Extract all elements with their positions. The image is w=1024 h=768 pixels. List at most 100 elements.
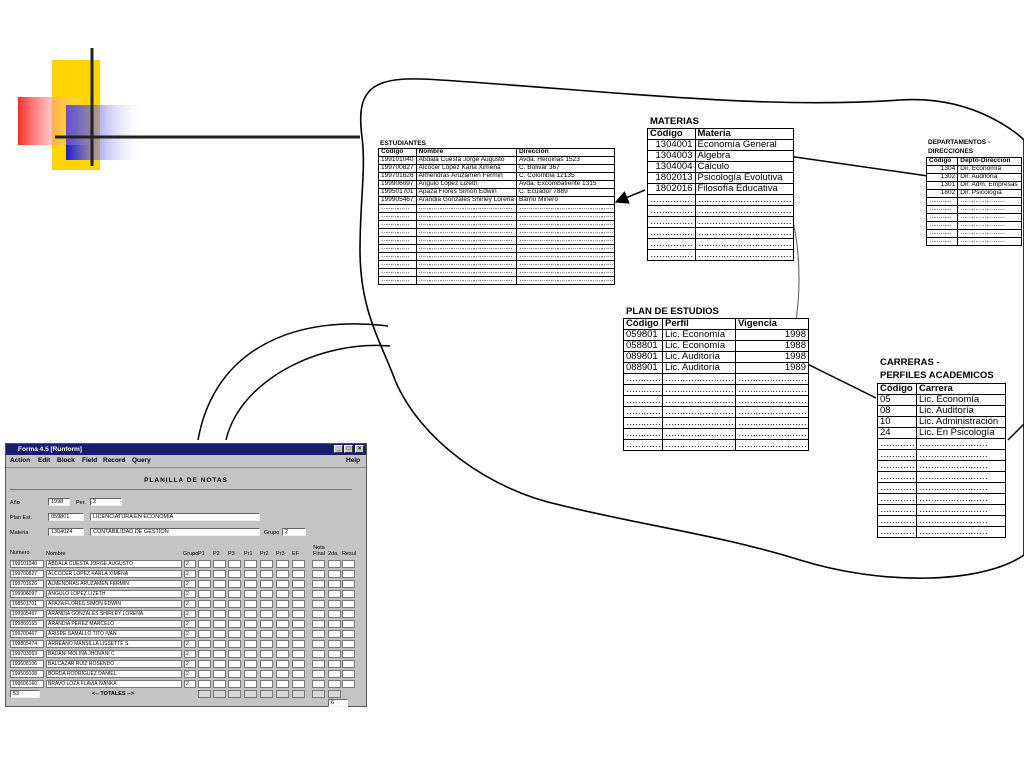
grid-grade-cell[interactable] (260, 630, 273, 638)
grid-grade-cell[interactable] (328, 660, 341, 668)
grid-grade-cell[interactable] (342, 560, 355, 568)
grid-grade-cell[interactable] (328, 580, 341, 588)
grid-grade-cell[interactable] (292, 640, 305, 648)
grid-grade-cell[interactable] (328, 640, 341, 648)
grid-grade-cell[interactable] (292, 610, 305, 618)
grid-numero-cell[interactable]: 199606160 (10, 680, 44, 688)
grid-grupo-cell[interactable]: 2 (184, 670, 196, 678)
grid-numero-cell[interactable]: 199101040 (10, 560, 44, 568)
grid-grade-cell[interactable] (276, 620, 289, 628)
grid-grade-cell[interactable] (342, 600, 355, 608)
per-field[interactable]: 2 (90, 498, 122, 506)
grid-grade-cell[interactable] (213, 570, 226, 578)
grid-nombre-cell[interactable]: ALCOCER LOPEZ KARLA XIMENA (46, 570, 182, 578)
grid-grade-cell[interactable] (276, 670, 289, 678)
grid-grade-cell[interactable] (260, 580, 273, 588)
grid-grade-cell[interactable] (276, 660, 289, 668)
grid-grade-cell[interactable] (228, 590, 241, 598)
grid-grade-cell[interactable] (213, 590, 226, 598)
grid-grade-cell[interactable] (292, 560, 305, 568)
grid-grade-cell[interactable] (276, 610, 289, 618)
grid-grade-cell[interactable] (213, 600, 226, 608)
grid-grade-cell[interactable] (342, 620, 355, 628)
grid-grade-cell[interactable] (260, 680, 273, 688)
menu-block[interactable]: Block (57, 457, 75, 464)
grid-grade-cell[interactable] (213, 660, 226, 668)
grid-nombre-cell[interactable]: ALMENDRAS ARUZAMEN FERMIN (46, 580, 182, 588)
grid-grade-cell[interactable] (228, 650, 241, 658)
grid-grade-cell[interactable] (260, 600, 273, 608)
grid-grade-cell[interactable] (244, 560, 257, 568)
grid-grade-cell[interactable] (328, 600, 341, 608)
grid-grade-cell[interactable] (244, 680, 257, 688)
plan-name-field[interactable]: LICENCIATURA EN ECONOMIA (90, 513, 260, 521)
grid-grade-cell[interactable] (312, 590, 325, 598)
grid-grade-cell[interactable] (312, 610, 325, 618)
grid-grade-cell[interactable] (292, 590, 305, 598)
grid-grade-cell[interactable] (312, 640, 325, 648)
grid-grade-cell[interactable] (228, 600, 241, 608)
grid-grupo-cell[interactable]: 2 (184, 640, 196, 648)
grid-grade-cell[interactable] (342, 660, 355, 668)
grid-grade-cell[interactable] (198, 580, 211, 588)
materia-code-field[interactable]: 1304024 (48, 528, 84, 536)
grid-grade-cell[interactable] (328, 670, 341, 678)
grid-grade-cell[interactable] (312, 560, 325, 568)
grid-grade-cell[interactable] (228, 610, 241, 618)
grid-grade-cell[interactable] (244, 670, 257, 678)
grid-grade-cell[interactable] (198, 660, 211, 668)
grid-grade-cell[interactable] (228, 580, 241, 588)
grid-grade-cell[interactable] (244, 630, 257, 638)
grid-grade-cell[interactable] (213, 640, 226, 648)
menu-action[interactable]: Action (10, 457, 31, 464)
grid-grade-cell[interactable] (292, 660, 305, 668)
grid-grade-cell[interactable] (342, 630, 355, 638)
menu-edit[interactable]: Edit (38, 457, 51, 464)
grid-grade-cell[interactable] (276, 590, 289, 598)
menu-field[interactable]: Field (82, 457, 98, 464)
grid-grade-cell[interactable] (228, 670, 241, 678)
grid-grade-cell[interactable] (276, 560, 289, 568)
grid-nombre-cell[interactable]: BADANI MOLINA JHOVANI C (46, 650, 182, 658)
grid-grade-cell[interactable] (213, 560, 226, 568)
minimize-button[interactable]: _ (334, 445, 343, 453)
grid-grade-cell[interactable] (276, 580, 289, 588)
grid-grupo-cell[interactable]: 2 (184, 580, 196, 588)
grid-numero-cell[interactable]: 199905467 (10, 610, 44, 618)
grid-grade-cell[interactable] (228, 570, 241, 578)
grid-nombre-cell[interactable]: ANGULO LOPEZ LIZETH (46, 590, 182, 598)
grid-grade-cell[interactable] (276, 600, 289, 608)
grid-grupo-cell[interactable]: 2 (184, 560, 196, 568)
grid-nombre-cell[interactable]: ARREANO MANSILLA LISSETTE S. (46, 640, 182, 648)
grid-nombre-cell[interactable]: APAZA FLORES SIMON EDWIN (46, 600, 182, 608)
grid-grade-cell[interactable] (276, 630, 289, 638)
grid-grade-cell[interactable] (312, 620, 325, 628)
grid-grade-cell[interactable] (312, 660, 325, 668)
grid-grade-cell[interactable] (244, 640, 257, 648)
grid-grade-cell[interactable] (213, 680, 226, 688)
grid-grade-cell[interactable] (198, 560, 211, 568)
grid-grade-cell[interactable] (292, 580, 305, 588)
grid-grade-cell[interactable] (342, 580, 355, 588)
maximize-button[interactable]: □ (344, 445, 353, 453)
materia-name-field[interactable]: CONTABILIDAD DE GESTION (90, 528, 260, 536)
grid-numero-cell[interactable]: 199703063 (10, 650, 44, 658)
grid-grupo-cell[interactable]: 2 (184, 610, 196, 618)
grid-grade-cell[interactable] (260, 590, 273, 598)
grid-numero-cell[interactable]: 199906097 (10, 590, 44, 598)
grid-nombre-cell[interactable]: ABDALA CUESTA JORGE AUGUSTO (46, 560, 182, 568)
grid-grupo-cell[interactable]: 2 (184, 680, 196, 688)
grid-grupo-cell[interactable]: 2 (184, 590, 196, 598)
grid-grade-cell[interactable] (312, 650, 325, 658)
grid-grade-cell[interactable] (312, 570, 325, 578)
grid-grupo-cell[interactable]: 2 (184, 650, 196, 658)
grid-grade-cell[interactable] (228, 620, 241, 628)
grid-grade-cell[interactable] (198, 650, 211, 658)
grid-grade-cell[interactable] (228, 660, 241, 668)
grid-grupo-cell[interactable]: 2 (184, 570, 196, 578)
grid-grade-cell[interactable] (292, 670, 305, 678)
grid-grade-cell[interactable] (342, 670, 355, 678)
grid-grade-cell[interactable] (276, 570, 289, 578)
grid-numero-cell[interactable]: 199700467 (10, 630, 44, 638)
grid-grade-cell[interactable] (228, 560, 241, 568)
